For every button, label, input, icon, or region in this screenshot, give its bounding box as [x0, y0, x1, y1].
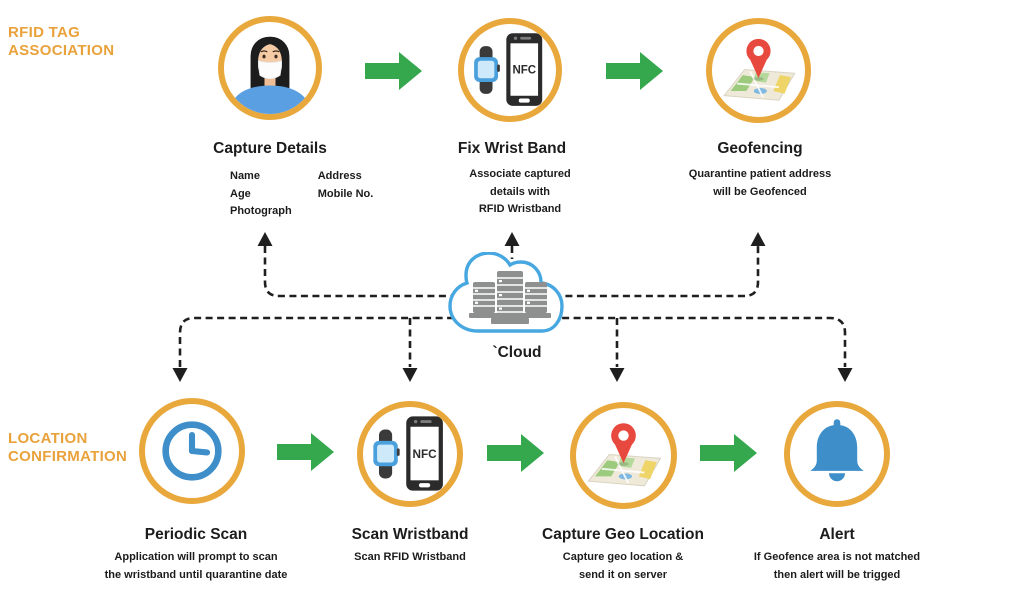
geofencing-circle — [706, 18, 811, 123]
bell-icon — [810, 419, 864, 482]
section-label-rfid-tag-association: RFID TAG ASSOCIATION — [8, 24, 114, 59]
alert-circle — [784, 401, 890, 507]
desc-line: Application will prompt to scan — [114, 551, 278, 563]
periodic-scan-circle — [139, 398, 245, 504]
periodic-scan-title: Periodic Scan — [144, 526, 248, 543]
field-photograph: Photograph — [230, 205, 292, 217]
nfc-phone-watch-icon: NFC — [373, 416, 443, 491]
green-arrow-icon — [700, 434, 757, 472]
desc-line: Scan RFID Wristband — [354, 551, 466, 563]
green-arrow-icon — [606, 52, 663, 90]
cloud-label: `Cloud — [492, 344, 542, 361]
fix-wrist-band-title: Fix Wrist Band — [457, 140, 567, 157]
capture-geo-location-title: Capture Geo Location — [542, 526, 704, 543]
periodic-scan-description: Application will prompt to scan the wris… — [66, 549, 326, 584]
section-label-location-confirmation: LOCATION CONFIRMATION — [8, 430, 127, 465]
field-address: Address — [317, 170, 362, 182]
fix-wrist-band-circle: NFC — [458, 18, 562, 122]
desc-line: RFID Wristband — [478, 203, 562, 215]
field-mobile-no: Mobile No. — [317, 187, 374, 200]
masked-person-icon — [229, 36, 311, 114]
cloud-server-icon — [448, 252, 564, 333]
desc-line: Capture geo location & — [562, 551, 684, 563]
field-age: Age — [230, 187, 251, 200]
nfc-phone-watch-icon: NFC — [474, 33, 543, 106]
desc-line: details with — [490, 185, 550, 198]
desc-line: will be Geofenced — [713, 185, 807, 198]
geofencing-description: Quarantine patient address will be Geofe… — [630, 166, 890, 201]
green-arrow-icon — [365, 52, 422, 90]
capture-details-circle — [218, 16, 322, 120]
section-label-line: ASSOCIATION — [8, 41, 115, 59]
field-name: Name — [230, 170, 260, 182]
clock-icon — [162, 421, 222, 481]
scan-wristband-circle: NFC — [357, 401, 463, 507]
desc-line: Associate captured — [469, 168, 571, 180]
desc-line: Quarantine patient address — [688, 168, 832, 180]
section-label-line: LOCATION — [8, 430, 88, 447]
section-label-line: RFID TAG — [8, 24, 81, 41]
alert-description: If Geofence area is not matched then ale… — [707, 549, 967, 584]
capture-details-title: Capture Details — [213, 140, 327, 157]
desc-line: then alert will be trigged — [773, 568, 901, 581]
nfc-label: NFC — [512, 65, 536, 77]
capture-geo-location-circle — [570, 402, 677, 509]
capture-details-col1: Name Age Photograph — [230, 168, 292, 221]
geofencing-title: Geofencing — [717, 140, 803, 157]
desc-line: send it on server — [578, 568, 668, 581]
green-arrow-icon — [487, 434, 544, 472]
green-arrow-icon — [277, 433, 334, 471]
capture-geo-location-description: Capture geo location & send it on server — [493, 549, 753, 584]
nfc-label: NFC — [412, 448, 437, 461]
alert-title: Alert — [819, 526, 855, 543]
capture-details-fields: Name Age Photograph Address Mobile No. — [230, 168, 373, 221]
desc-line: the wristband until quarantine date — [104, 568, 288, 581]
scan-wristband-title: Scan Wristband — [351, 526, 469, 543]
fix-wrist-band-description: Associate captured details with RFID Wri… — [390, 166, 650, 219]
desc-line: If Geofence area is not matched — [753, 551, 921, 563]
section-label-line: CONFIRMATION — [8, 447, 128, 465]
capture-details-col2: Address Mobile No. — [318, 168, 374, 221]
scan-wristband-description: Scan RFID Wristband — [280, 549, 540, 567]
map-pin-icon — [587, 423, 662, 487]
map-pin-icon — [723, 38, 796, 101]
